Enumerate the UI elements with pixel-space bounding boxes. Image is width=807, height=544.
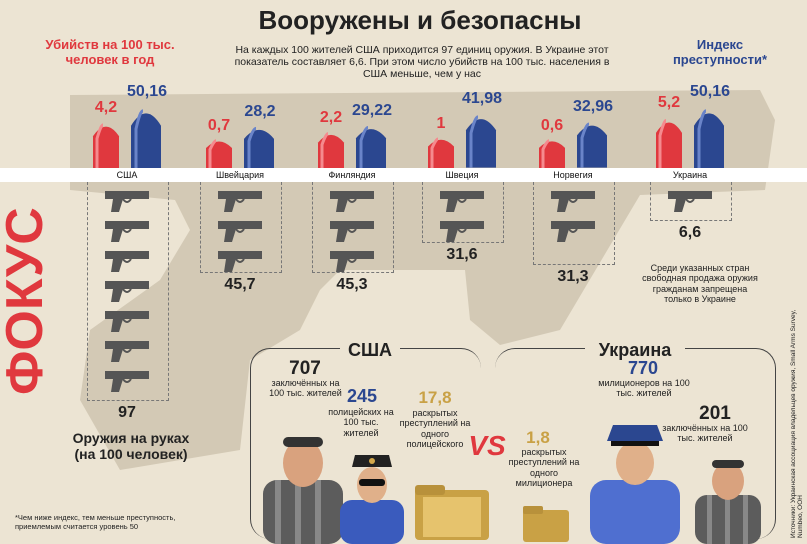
ukraine-prisoner-figure <box>695 460 761 544</box>
crime-index-value: 50,16 <box>689 83 731 100</box>
gun-icon <box>105 251 149 272</box>
crime-index-bullet <box>356 125 386 168</box>
usa-police-value: 245 <box>346 386 378 406</box>
ukraine-solved-value: 1,8 <box>526 428 550 447</box>
murder-value: 2,2 <box>319 109 343 126</box>
gun-icon <box>105 311 149 332</box>
sources: Источники: Украинская ассоциация владель… <box>790 309 805 538</box>
country-name: Финляндия <box>328 170 376 180</box>
murder-value: 0,6 <box>540 117 564 134</box>
murder-bullet <box>318 132 344 168</box>
usa-policeman-figure <box>340 455 404 544</box>
gun-icon <box>218 191 262 212</box>
crime-index-value: 32,96 <box>572 98 614 116</box>
murder-bullet <box>539 139 565 168</box>
usa-folder-icon <box>415 485 489 540</box>
gun-column <box>312 182 394 273</box>
gun-column <box>650 182 732 221</box>
gun-column <box>533 182 615 265</box>
gun-column <box>200 182 282 273</box>
guns-per-100-value: 45,3 <box>336 276 368 293</box>
gun-column <box>87 182 169 401</box>
ukraine-police-value: 770 <box>627 358 659 378</box>
page-title: Вооружены и безопасны <box>258 5 582 35</box>
usa-prisoners-label: заключённых на 100 тыс. жителей <box>269 378 342 399</box>
ukraine-police-label: милиционеров на 100 тыс. жителей <box>598 378 690 399</box>
guns-label: Оружия на руках (на 100 человек) <box>72 430 190 463</box>
guns-per-100-value: 31,3 <box>557 268 589 285</box>
gun-icon <box>330 251 374 272</box>
crime-index-value: 29,22 <box>351 101 393 119</box>
usa-solved-value: 17,8 <box>418 388 452 407</box>
legend-murders: Убийств на 100 тыс. человек в год <box>45 37 175 67</box>
crime-index-value: 50,16 <box>126 83 168 100</box>
gun-icon <box>668 191 712 212</box>
brand-text: ФОКУС <box>2 207 52 395</box>
murder-value: 5,2 <box>657 94 681 111</box>
crime-index-bullet <box>131 109 161 168</box>
usa-solved-label: раскрытых преступлений на одного полицей… <box>399 408 471 450</box>
country-name: Швеция <box>445 170 479 180</box>
murder-value: 0,7 <box>207 116 231 134</box>
country-name: Украина <box>672 170 708 180</box>
murder-bullet <box>428 137 454 168</box>
guns-per-100-value: 6,6 <box>678 224 702 241</box>
people-illustration <box>263 425 761 544</box>
ukraine-prisoners-value: 201 <box>699 403 731 424</box>
ukraine-note: Среди указанных стран свободная продажа … <box>642 263 758 305</box>
crime-index-value: 41,98 <box>461 90 503 108</box>
country-stripe <box>0 168 807 182</box>
gun-icon <box>551 221 595 242</box>
guns-per-100-value: 97 <box>118 404 136 421</box>
gun-icon <box>105 341 149 362</box>
murder-bullet <box>656 118 682 168</box>
usa-prisoners-value: 707 <box>289 358 321 379</box>
gun-icon <box>330 221 374 242</box>
murder-bullet <box>93 123 119 168</box>
country-name: США <box>116 170 138 180</box>
guns-per-100-value: 31,6 <box>446 246 478 263</box>
crime-index-value: 28,2 <box>244 102 276 120</box>
gun-icon <box>218 221 262 242</box>
gun-icon <box>440 191 484 212</box>
gun-icon <box>105 221 149 242</box>
gun-icon <box>330 191 374 212</box>
vs-mark: VS <box>468 430 506 461</box>
ukraine-prisoners-label: заключённых на 100 тыс. жителей <box>662 423 748 444</box>
gun-icon <box>218 251 262 272</box>
gun-icon <box>105 371 149 392</box>
gun-icon <box>551 191 595 212</box>
usa-title: США <box>340 340 400 361</box>
legend-crime-index: Индекс преступности* <box>672 37 768 67</box>
brand-logo: ФОКУС <box>0 200 54 400</box>
ukraine-folder-icon <box>523 506 569 542</box>
crime-index-bullet <box>694 109 724 168</box>
ukraine-title: Украина <box>585 340 685 361</box>
usa-police-label: полицейских на 100 тыс. жителей <box>328 407 394 438</box>
crime-index-bullet <box>577 122 607 168</box>
ukraine-solved-label: раскрытых преступлений на одного милицио… <box>508 447 580 489</box>
page-subtitle: На каждых 100 жителей США приходится 97 … <box>234 44 610 81</box>
murder-value: 4,2 <box>94 99 118 116</box>
country-name: Норвегия <box>553 170 593 180</box>
murder-bullet <box>206 138 232 168</box>
gun-icon <box>105 191 149 212</box>
murder-value: 1 <box>436 115 446 132</box>
country-name: Швейцария <box>215 170 265 180</box>
crime-index-bullet <box>466 115 496 168</box>
gun-icon <box>440 221 484 242</box>
guns-per-100-value: 45,7 <box>224 276 256 293</box>
footnote: *Чем ниже индекс, тем меньше преступност… <box>15 513 176 531</box>
crime-index-bullet <box>244 126 274 168</box>
usa-prisoner-figure <box>263 437 343 544</box>
gun-icon <box>105 281 149 302</box>
gun-column <box>422 182 504 243</box>
ukraine-militia-figure <box>590 425 680 544</box>
